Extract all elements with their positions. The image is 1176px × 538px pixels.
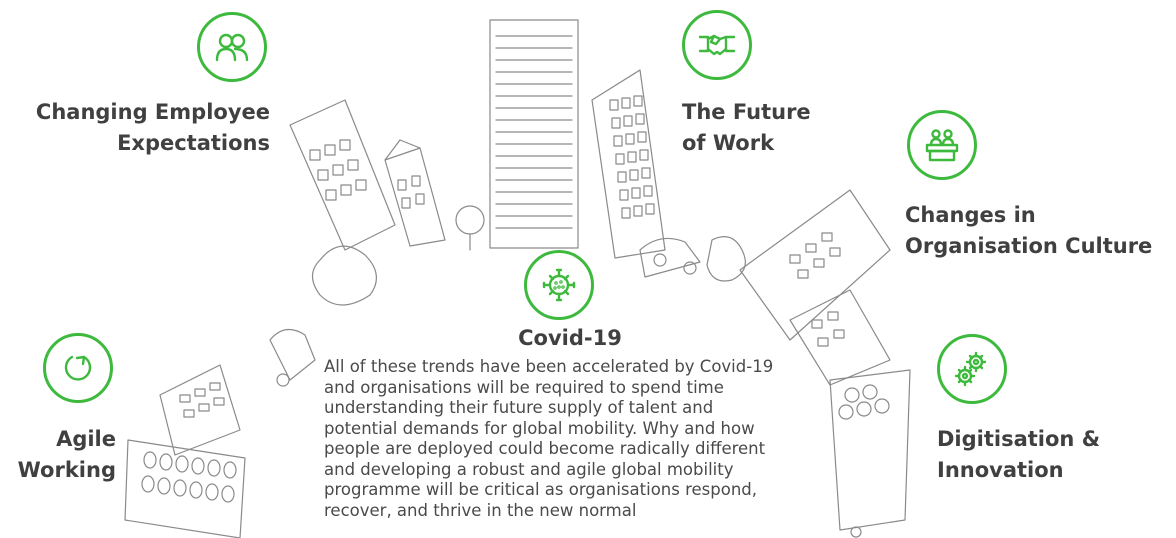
topic-line: Agile [56, 427, 116, 451]
topic-label-employee-expectations: Changing Employee Expectations [36, 97, 270, 159]
center-title: Covid-19 [518, 326, 622, 350]
handshake-icon-circle [682, 10, 752, 80]
topic-line: of Work [682, 131, 775, 155]
right-tower [591, 69, 666, 259]
gears-icon-circle [937, 334, 1007, 404]
central-tower [489, 19, 579, 249]
description-line: and developing a robust and agile global… [324, 459, 734, 479]
gears-icon [954, 351, 987, 387]
topic-line: Organisation Culture [905, 234, 1153, 258]
description-line: and organisations will be required to sp… [324, 377, 724, 397]
description-line: programme will be critical as organisati… [324, 480, 758, 499]
left-buildings [124, 99, 485, 538]
description-line: All of these trends have been accelerate… [324, 357, 774, 376]
topic-label-digitisation: Digitisation & Innovation [937, 424, 1100, 486]
description-line: people are deployed could become radical… [324, 439, 766, 458]
description-line: recover, and thrive in the new normal [324, 500, 637, 520]
people-icon [215, 33, 249, 62]
topic-line: Changing Employee [35, 100, 270, 124]
refresh-icon [64, 355, 92, 381]
topic-label-agile-working: Agile Working [18, 424, 116, 486]
people-icon-circle [197, 12, 267, 82]
description-line: understanding their future supply of tal… [324, 398, 714, 417]
topic-line: Expectations [117, 131, 270, 155]
refresh-icon-circle [43, 333, 113, 403]
topic-line: Digitisation & [937, 427, 1101, 451]
meeting-icon [925, 129, 959, 162]
handshake-icon [698, 34, 736, 56]
topic-line: Changes in [905, 203, 1036, 227]
topic-line: Working [17, 458, 116, 482]
topic-line: The Future [682, 100, 811, 124]
right-buildings [639, 189, 911, 538]
virus-icon-circle [524, 250, 594, 320]
description-line: potential demands for global mobility. W… [324, 418, 755, 438]
virus-icon [542, 268, 576, 302]
meeting-icon-circle [907, 110, 977, 180]
topic-label-future-of-work: The Future of Work [682, 97, 811, 159]
center-description: All of these trends have been accelerate… [324, 357, 794, 521]
topic-label-organisation-culture: Changes in Organisation Culture [905, 200, 1152, 262]
topic-line: Innovation [937, 458, 1064, 482]
